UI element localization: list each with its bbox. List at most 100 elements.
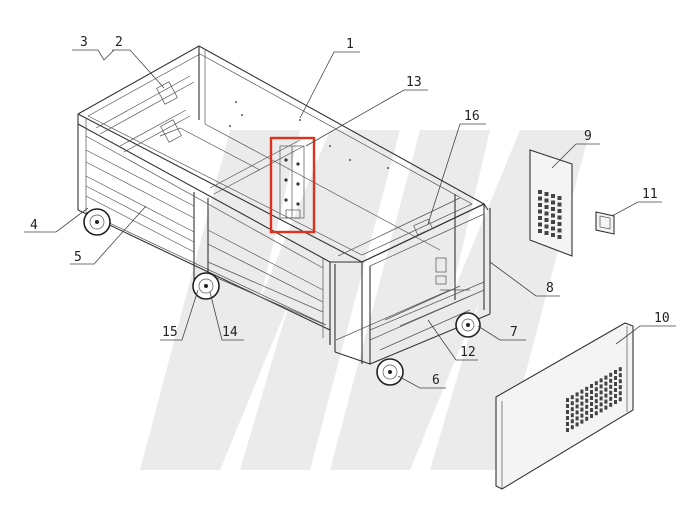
vent-slot bbox=[614, 382, 617, 386]
grille-9 bbox=[538, 190, 562, 239]
vent-slot bbox=[570, 425, 574, 430]
callout-10: 10 bbox=[654, 311, 670, 326]
vent-slot bbox=[609, 390, 613, 395]
vent-slot bbox=[594, 411, 598, 416]
vent-slot bbox=[594, 393, 598, 398]
vent-slot bbox=[557, 228, 562, 233]
callout-1: 1 bbox=[346, 37, 354, 52]
vent-slot bbox=[618, 397, 622, 402]
vent-slot bbox=[538, 203, 542, 207]
wheel-front-left bbox=[83, 208, 111, 236]
vent-slot bbox=[575, 410, 579, 415]
vent-slot bbox=[585, 410, 589, 415]
vent-slot bbox=[590, 408, 593, 412]
vent-slot bbox=[575, 392, 579, 397]
vent-slot bbox=[585, 392, 589, 397]
vent-slot bbox=[614, 370, 617, 374]
vent-slot bbox=[618, 391, 622, 396]
vent-slot bbox=[580, 395, 584, 400]
callouts: 1 2 3 4 5 6 7 8 9 10 11 12 13 bbox=[24, 35, 676, 389]
vent-slot bbox=[618, 385, 622, 390]
vent-slot bbox=[566, 428, 569, 432]
vent-slot bbox=[544, 224, 549, 229]
vent-slot bbox=[604, 405, 608, 410]
vent-slot bbox=[604, 399, 608, 404]
vent-slot bbox=[609, 384, 613, 389]
vent-slot bbox=[599, 396, 603, 401]
caster-wheels bbox=[83, 208, 481, 386]
vent-slot bbox=[566, 416, 569, 420]
vent-slot bbox=[614, 400, 617, 404]
vent-slot bbox=[580, 407, 584, 412]
vent-slot bbox=[609, 402, 613, 407]
vent-slot bbox=[566, 404, 569, 408]
vent-slot bbox=[585, 404, 589, 409]
vent-slot bbox=[599, 408, 603, 413]
vent-slot bbox=[618, 379, 622, 384]
vent-slot bbox=[580, 389, 584, 394]
vent-slot bbox=[557, 235, 562, 239]
side-panel-large bbox=[495, 322, 634, 490]
vent-slot bbox=[557, 202, 562, 207]
vent-slot bbox=[594, 399, 598, 404]
callout-5: 5 bbox=[74, 250, 82, 265]
vent-slot bbox=[618, 367, 622, 372]
vent-slot bbox=[557, 222, 562, 226]
vent-slot bbox=[599, 402, 603, 407]
callout-2: 2 bbox=[115, 35, 123, 50]
highlight-box bbox=[269, 136, 316, 234]
wheel-back-right bbox=[455, 312, 481, 338]
vent-slot bbox=[570, 419, 574, 424]
vent-slot bbox=[551, 194, 555, 198]
vent-slot bbox=[538, 190, 542, 194]
vent-slot bbox=[590, 402, 593, 406]
vent-slot bbox=[551, 207, 555, 211]
vent-slot bbox=[551, 200, 555, 205]
vent-slot bbox=[570, 401, 574, 406]
vent-slot bbox=[590, 396, 593, 400]
vent-slot bbox=[580, 401, 584, 406]
vent-slot bbox=[544, 231, 549, 235]
callout-14: 14 bbox=[222, 325, 238, 340]
right-compartment bbox=[330, 194, 491, 365]
vent-slot bbox=[599, 390, 603, 395]
vent-slot bbox=[604, 381, 608, 386]
vent-slot bbox=[590, 390, 593, 394]
vent-slot bbox=[609, 372, 613, 377]
vent-slot bbox=[614, 388, 617, 392]
callout-9: 9 bbox=[584, 129, 592, 144]
callout-7: 7 bbox=[510, 325, 518, 340]
vent-slot bbox=[570, 413, 574, 418]
vent-slot bbox=[538, 222, 542, 227]
callout-8: 8 bbox=[546, 281, 554, 296]
grille-10 bbox=[566, 367, 622, 432]
vent-slot bbox=[614, 376, 617, 380]
vent-slot bbox=[566, 398, 569, 402]
vent-slot bbox=[604, 375, 608, 380]
vent-slot bbox=[585, 398, 589, 403]
square-cover bbox=[595, 211, 615, 235]
callout-16: 16 bbox=[464, 109, 480, 124]
vent-slot bbox=[604, 387, 608, 392]
vent-slot bbox=[594, 405, 598, 410]
vent-slot bbox=[544, 205, 549, 209]
vent-slot bbox=[538, 196, 542, 201]
vent-slot bbox=[544, 218, 549, 222]
vent-slot bbox=[538, 216, 542, 220]
vent-slot bbox=[594, 381, 598, 386]
vent-slot bbox=[609, 378, 613, 383]
vent-slot bbox=[590, 414, 593, 418]
callout-11: 11 bbox=[642, 187, 658, 202]
vent-slot bbox=[575, 398, 579, 403]
vent-slot bbox=[580, 419, 584, 424]
bracket-assembly bbox=[279, 145, 305, 219]
vent-slot bbox=[544, 211, 549, 216]
callout-3: 3 bbox=[80, 35, 88, 50]
callout-4: 4 bbox=[30, 218, 38, 233]
vent-slot bbox=[551, 220, 555, 224]
vent-slot bbox=[551, 233, 555, 237]
callout-13: 13 bbox=[406, 75, 422, 90]
vent-slot bbox=[570, 395, 574, 400]
